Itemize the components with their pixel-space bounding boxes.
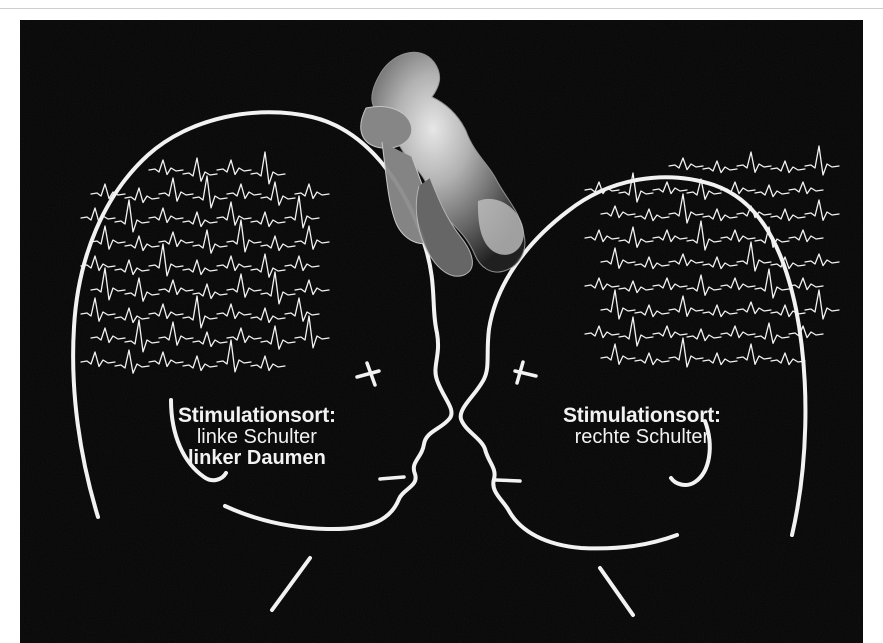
black-figure-panel: Stimulationsort: linke Schulter linker D… — [20, 20, 863, 643]
top-frame-line — [0, 8, 883, 9]
left-stimulation-caption: Stimulationsort: linke Schulter linker D… — [178, 405, 336, 469]
brain-mapping-figure — [20, 20, 863, 643]
right-caption-title: Stimulationsort: — [563, 405, 721, 427]
right-caption-line-1: rechte Schulter — [563, 427, 721, 448]
right-stimulation-caption: Stimulationsort: rechte Schulter — [563, 405, 721, 448]
right-mouth-mark — [496, 480, 520, 481]
left-caption-title: Stimulationsort: — [178, 405, 336, 427]
left-mouth-mark — [380, 477, 404, 479]
left-caption-line-2: linker Daumen — [178, 448, 336, 469]
left-caption-line-1: linke Schulter — [178, 427, 336, 448]
